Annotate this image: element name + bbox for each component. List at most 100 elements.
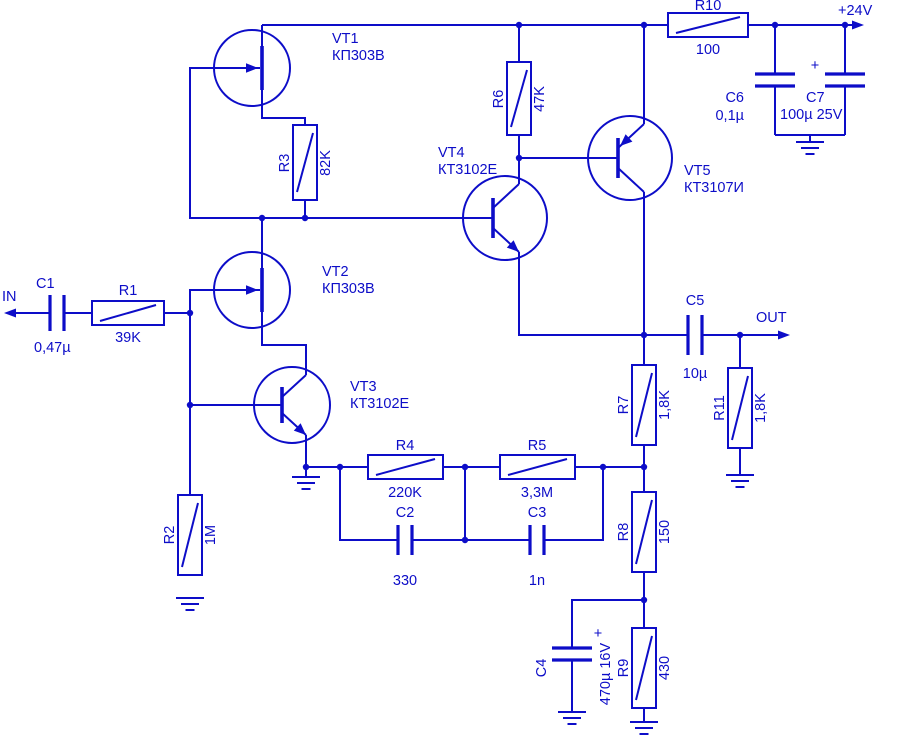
ground-icon: [629, 721, 659, 735]
junction-dot: [461, 536, 469, 544]
transistor-vt2: VT2 КП303В: [213, 251, 375, 329]
resistor-ref-label: R4: [396, 438, 415, 454]
supply-label: +24V: [838, 3, 873, 19]
capacitor-c1: C1 0,47µ: [34, 276, 71, 356]
resistor-ref-label: R10: [695, 0, 722, 14]
resistor-r9: R9 430: [616, 627, 673, 709]
wire-net: [16, 24, 852, 722]
capacitor-value-label: 470µ 16V: [598, 642, 614, 705]
transistor-type-label: КП303В: [322, 281, 375, 297]
capacitor-c4: C4 470µ 16V +: [534, 626, 614, 705]
capacitor-value-label: 0,1µ: [715, 108, 744, 124]
resistor-value-label: 82K: [318, 150, 334, 176]
resistor-value-label: 1M: [203, 525, 219, 545]
resistor-r8: R8 150: [616, 491, 673, 573]
resistor-body: [727, 367, 753, 449]
in-label: IN: [2, 289, 17, 305]
resistor-diagonal: [635, 635, 653, 701]
capacitor-c3: C3 1n: [528, 505, 547, 589]
pnp-emitter-arrow-icon: [620, 134, 633, 146]
resistor-ref-label: R5: [528, 438, 547, 454]
transistor-type-label: КТ3102Е: [438, 162, 498, 178]
transistor-type-label: КТ3102Е: [350, 396, 410, 412]
resistor-value-label: 47K: [532, 86, 548, 112]
capacitor-value-label: 100µ 25V: [780, 107, 843, 123]
resistor-value-label: 3,3M: [521, 485, 553, 501]
resistor-r3: R3 82K: [277, 124, 334, 201]
resistor-value-label: 150: [657, 520, 673, 544]
transistor-ref-label: VT4: [438, 145, 465, 161]
capacitor-ref-label: C7: [806, 90, 825, 106]
resistor-body: [91, 300, 165, 326]
transistor-v t4: VT4 КТ3102Е: [438, 145, 548, 261]
junction-dot: [841, 21, 849, 29]
in-arrow-icon: [4, 308, 16, 318]
capacitor-ref-label: C4: [534, 659, 550, 678]
resistor-value-label: 100: [696, 42, 720, 58]
resistor-diagonal: [731, 375, 749, 441]
capacitor-c6: C6 0,1µ: [715, 72, 795, 124]
resistor-r5: R5 3,3M: [499, 438, 576, 501]
resistor-value-label: 39K: [115, 330, 141, 346]
junction-dot: [186, 309, 194, 317]
capacitor-plates: [686, 315, 704, 355]
junction-dot: [640, 21, 648, 29]
capacitor-polarity-plus: +: [811, 58, 819, 74]
junction-dot: [461, 463, 469, 471]
resistor-body: [499, 454, 576, 480]
resistor-ref-label: R6: [491, 90, 507, 109]
transistor-body: [213, 29, 291, 107]
port-supply: +24V: [838, 3, 873, 30]
transistor-vt1: VT1 КП303В: [213, 29, 385, 107]
resistor-diagonal: [375, 458, 436, 476]
resistor-r10: R10 100: [667, 0, 749, 58]
resistor-ref-label: R3: [277, 154, 293, 173]
resistor-ref-label: R1: [119, 283, 138, 299]
capacitor-polarity-plus: +: [594, 626, 602, 642]
resistor-body: [367, 454, 444, 480]
capacitor-ref-label: C3: [528, 505, 547, 521]
capacitor-plates: [396, 525, 414, 555]
transistor-vt5: VT5 КТ3107И: [587, 115, 744, 201]
capacitor-ref-label: C1: [36, 276, 55, 292]
port-in: IN: [2, 289, 17, 318]
junction-dot: [640, 463, 648, 471]
wiring: [16, 24, 852, 722]
resistor-ref-label: R2: [162, 526, 178, 545]
transistor-body: [213, 251, 291, 329]
resistor-body: [667, 12, 749, 38]
resistor-value-label: 430: [657, 656, 673, 680]
resistor-value-label: 1,8K: [657, 390, 673, 420]
junction-dot: [771, 21, 779, 29]
capacitor-c2: C2 330: [393, 505, 417, 589]
jfet-gate-arrow-icon: [246, 285, 258, 295]
resistor-body: [631, 491, 657, 573]
transistor-ref-label: VT3: [350, 379, 377, 395]
capacitor-ref-label: C2: [396, 505, 415, 521]
resistor-r1: R1 39K: [91, 283, 165, 346]
supply-arrow-icon: [852, 20, 864, 30]
resistor-body: [292, 124, 318, 201]
capacitor-c7: C7 100µ 25V +: [780, 58, 865, 123]
resistor-r7: R7 1,8K: [616, 364, 673, 446]
junction-dot: [258, 214, 266, 222]
capacitor-value-label: 10µ: [683, 366, 708, 382]
transistor-type-label: КП303В: [332, 48, 385, 64]
transistor-ref-label: VT2: [322, 264, 349, 280]
resistor-body: [506, 61, 532, 136]
junction-dot: [302, 463, 310, 471]
capacitor-plates: [825, 72, 865, 88]
resistor-body: [631, 364, 657, 446]
resistor-diagonal: [296, 132, 314, 193]
capacitor-ref-label: C6: [725, 90, 744, 106]
resistor-ref-label: R11: [712, 395, 728, 421]
npn-emitter-arrow-icon: [506, 240, 519, 252]
transistor-ref-label: VT5: [684, 163, 711, 179]
junction-dot: [336, 463, 344, 471]
junction-dots: [186, 21, 849, 604]
npn-emitter-arrow-icon: [293, 423, 306, 435]
ground-icon: [795, 141, 825, 155]
capacitor-plates: [48, 295, 66, 331]
